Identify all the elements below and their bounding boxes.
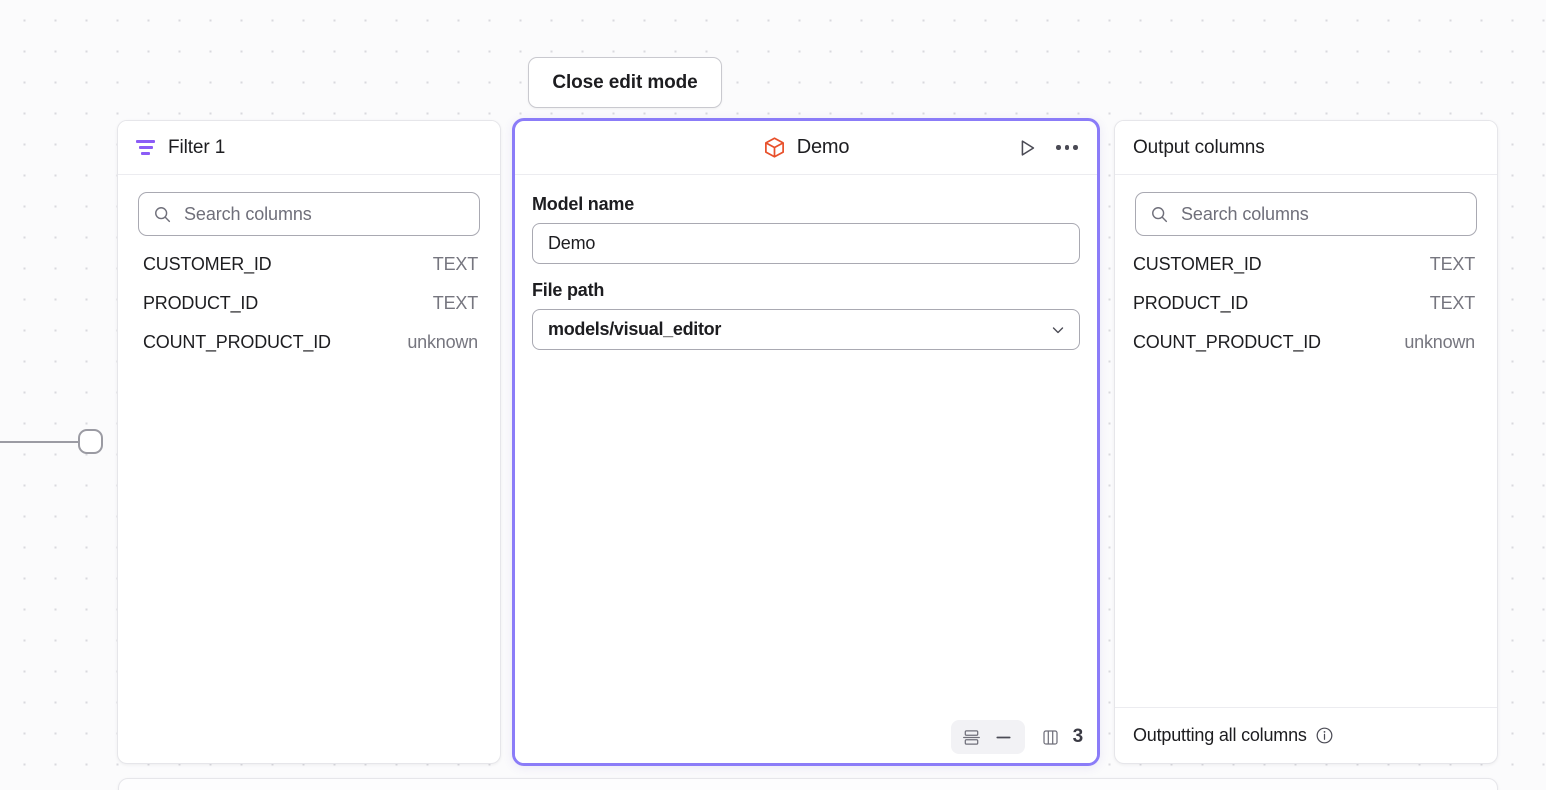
demo-title-group: Demo	[515, 136, 1097, 159]
column-name: CUSTOMER_ID	[1133, 254, 1262, 274]
column-count-group[interactable]: 3	[1039, 725, 1083, 749]
column-count: 3	[1072, 726, 1084, 747]
search-icon	[153, 205, 172, 224]
rows-view-icon[interactable]	[957, 724, 987, 750]
filter-icon	[136, 140, 155, 155]
output-search-input[interactable]: Search columns	[1135, 192, 1477, 236]
filter-search-input[interactable]: Search columns	[138, 192, 480, 236]
view-toggle-group[interactable]	[950, 720, 1025, 754]
column-type: TEXT	[1429, 293, 1475, 313]
list-item[interactable]: COUNT_PRODUCT_ID unknown	[1133, 332, 1475, 371]
demo-header-actions	[1015, 136, 1097, 160]
column-type: unknown	[407, 332, 478, 352]
minus-icon[interactable]	[989, 724, 1019, 750]
filter-panel-header: Filter 1	[118, 121, 500, 175]
close-edit-mode-button[interactable]: Close edit mode	[528, 57, 722, 108]
file-path-label: File path	[532, 280, 605, 300]
bottom-node-panel[interactable]	[118, 778, 1498, 790]
chevron-down-icon	[1050, 322, 1066, 338]
column-name: CUSTOMER_ID	[143, 254, 272, 274]
filter-panel-title: Filter 1	[168, 136, 226, 158]
list-item[interactable]: COUNT_PRODUCT_ID unknown	[143, 332, 478, 371]
file-path-value: models/visual_editor	[548, 319, 722, 339]
search-icon	[1150, 205, 1169, 224]
column-type: unknown	[1404, 332, 1475, 352]
connector-edge	[0, 441, 80, 443]
output-columns-panel[interactable]: Output columns Search columns CUSTOMER_I…	[1114, 120, 1498, 764]
column-name: PRODUCT_ID	[143, 293, 259, 313]
filter-column-list: CUSTOMER_ID TEXT PRODUCT_ID TEXT COUNT_P…	[118, 236, 500, 371]
filter-node-panel[interactable]: Filter 1 Search columns CUSTOMER_ID TEXT…	[117, 120, 501, 764]
list-item[interactable]: CUSTOMER_ID TEXT	[143, 254, 478, 293]
cube-icon	[763, 136, 786, 159]
demo-panel-footer: 3	[515, 711, 1097, 763]
output-panel-header: Output columns	[1115, 121, 1497, 175]
model-name-label: Model name	[532, 194, 635, 214]
column-name: COUNT_PRODUCT_ID	[143, 332, 331, 352]
connector-handle[interactable]	[78, 429, 103, 454]
column-type: TEXT	[1429, 254, 1475, 274]
column-name: COUNT_PRODUCT_ID	[1133, 332, 1321, 352]
output-panel-footer: Outputting all columns	[1115, 707, 1497, 763]
output-column-list: CUSTOMER_ID TEXT PRODUCT_ID TEXT COUNT_P…	[1115, 236, 1497, 371]
output-search-wrap: Search columns	[1115, 175, 1497, 236]
list-item[interactable]: CUSTOMER_ID TEXT	[1133, 254, 1475, 293]
ellipsis-icon[interactable]	[1055, 136, 1079, 160]
demo-panel-body: Model name Demo File path models/visual_…	[515, 175, 1097, 711]
columns-view-icon[interactable]	[1039, 725, 1063, 749]
model-name-field[interactable]: Demo	[532, 223, 1080, 264]
filter-search-wrap: Search columns	[118, 175, 500, 236]
column-type: TEXT	[432, 293, 478, 313]
output-search-placeholder: Search columns	[1181, 203, 1309, 224]
list-item[interactable]: PRODUCT_ID TEXT	[1133, 293, 1475, 332]
file-path-select[interactable]: models/visual_editor	[532, 309, 1080, 350]
model-node-panel-demo[interactable]: Demo Model name Demo File path models/vi…	[512, 118, 1100, 766]
demo-panel-title: Demo	[796, 136, 850, 158]
filter-search-placeholder: Search columns	[184, 203, 312, 224]
outputting-all-columns-text: Outputting all columns	[1133, 725, 1307, 745]
column-name: PRODUCT_ID	[1133, 293, 1249, 313]
column-type: TEXT	[432, 254, 478, 274]
play-icon[interactable]	[1015, 136, 1039, 160]
list-item[interactable]: PRODUCT_ID TEXT	[143, 293, 478, 332]
demo-panel-header: Demo	[515, 121, 1097, 175]
info-icon[interactable]	[1315, 726, 1334, 745]
output-panel-title: Output columns	[1133, 136, 1265, 158]
